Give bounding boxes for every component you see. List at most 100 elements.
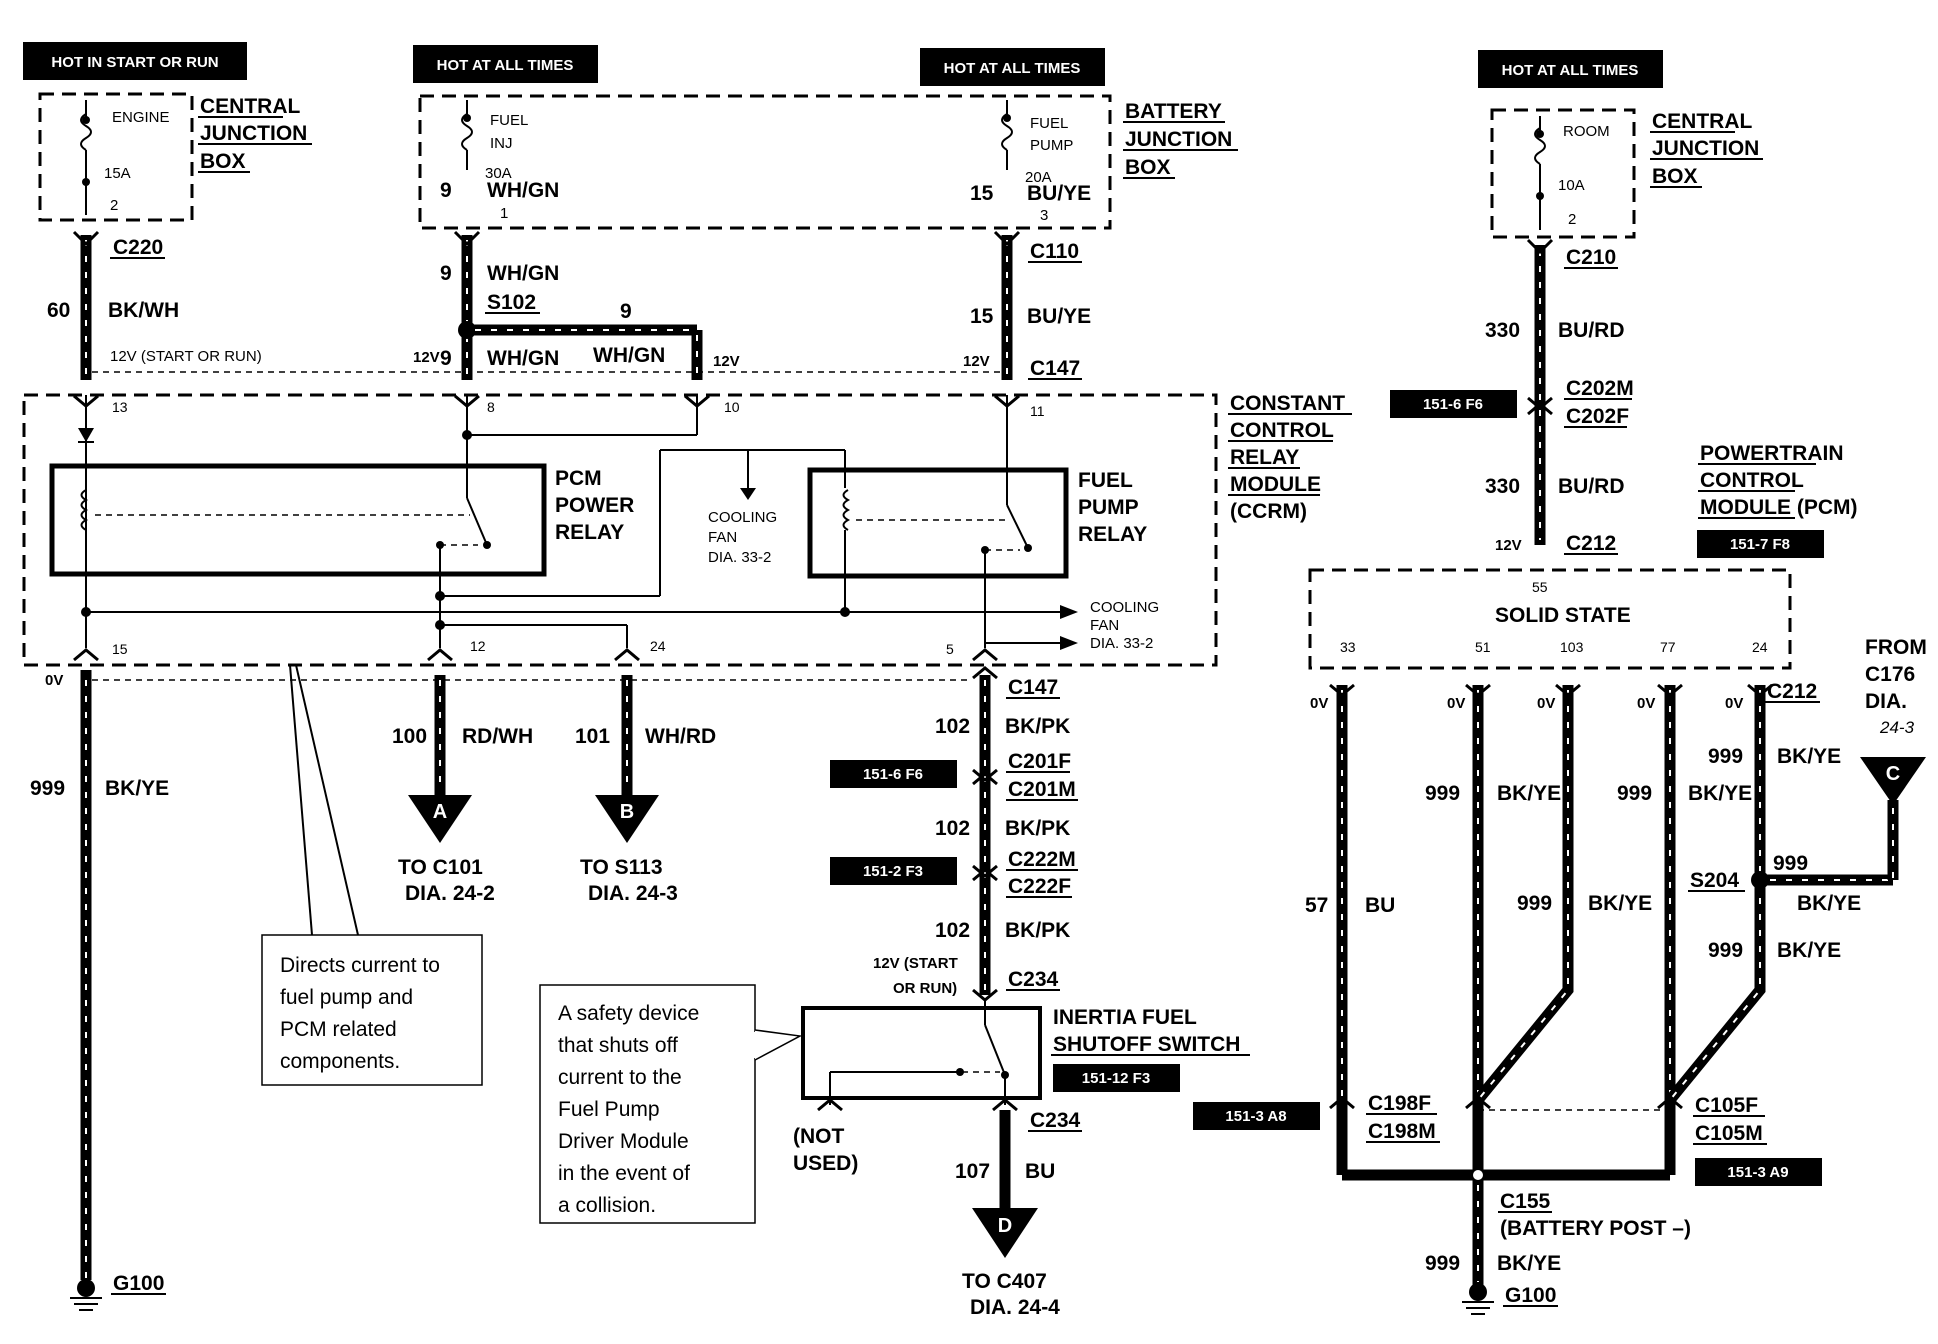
svg-text:151-3 A8: 151-3 A8 [1225,1108,1286,1125]
svg-text:C105M: C105M [1695,1122,1763,1145]
svg-text:20A: 20A [1025,169,1052,186]
pcm-ground-wires: C212 0V 0V 0V 0V 0V 57 BU 999 BK/YE 999 … [1305,636,1927,1315]
svg-text:30A: 30A [485,165,512,182]
svg-text:Directs current to: Directs current to [280,954,440,977]
svg-text:POWERTRAIN: POWERTRAIN [1700,442,1844,465]
svg-text:12V: 12V [963,353,990,370]
svg-text:PCM related: PCM related [280,1018,397,1041]
svg-text:9: 9 [440,179,452,202]
svg-text:0V: 0V [1725,695,1743,712]
svg-text:C155: C155 [1500,1190,1551,1213]
svg-text:ROOM: ROOM [1563,123,1610,140]
svg-text:PUMP: PUMP [1030,137,1073,154]
svg-text:9: 9 [440,262,452,285]
hot-all-times-label-2: HOT AT ALL TIMES [920,48,1105,86]
svg-text:RELAY: RELAY [555,521,624,544]
svg-text:10A: 10A [1558,177,1585,194]
svg-text:Driver Module: Driver Module [558,1130,689,1153]
svg-text:151-3 A9: 151-3 A9 [1727,1164,1788,1181]
svg-text:BU/RD: BU/RD [1558,319,1625,342]
svg-text:51: 51 [1475,639,1491,655]
svg-text:TO S113: TO S113 [580,856,663,879]
svg-text:BK/YE: BK/YE [1497,782,1561,805]
svg-text:C222F: C222F [1008,875,1071,898]
svg-text:MODULE (PCM): MODULE (PCM) [1700,496,1857,519]
svg-text:WH/RD: WH/RD [645,725,716,748]
svg-text:fuel pump and: fuel pump and [280,986,413,1009]
svg-text:RD/WH: RD/WH [462,725,533,748]
svg-text:HOT AT ALL TIMES: HOT AT ALL TIMES [944,60,1081,77]
wire-9-wh-gn: 9 WH/GN 9 WH/GN S102 9 12V 9 WH/GN WH/GN… [413,179,740,380]
svg-text:999: 999 [30,777,65,800]
svg-text:BK/YE: BK/YE [1777,939,1841,962]
svg-text:100: 100 [392,725,427,748]
svg-text:3: 3 [1040,207,1048,224]
svg-text:DIA. 24-4: DIA. 24-4 [970,1296,1060,1319]
svg-text:57: 57 [1305,894,1328,917]
svg-text:MODULE: MODULE [1230,473,1321,496]
svg-text:C202M: C202M [1566,377,1634,400]
svg-text:151-7 F8: 151-7 F8 [1730,536,1790,553]
svg-text:JUNCTION: JUNCTION [1652,137,1759,160]
svg-text:C147: C147 [1008,676,1058,699]
wire-999-left: 999 BK/YE G100 [30,670,169,1311]
svg-text:HOT IN START OR RUN: HOT IN START OR RUN [51,54,218,71]
svg-text:BK/YE: BK/YE [105,777,169,800]
svg-text:BU/YE: BU/YE [1027,182,1091,205]
svg-text:INERTIA FUEL: INERTIA FUEL [1053,1006,1197,1029]
svg-text:C234: C234 [1030,1109,1081,1132]
central-junction-box-left: ENGINE 15A 2 CENTRAL JUNCTION BOX [38,92,312,222]
svg-text:BU/YE: BU/YE [1027,305,1091,328]
svg-text:BU/RD: BU/RD [1558,475,1625,498]
svg-text:12V: 12V [713,353,740,370]
svg-text:C222M: C222M [1008,848,1076,871]
svg-text:BOX: BOX [1125,156,1171,179]
svg-text:999: 999 [1425,1252,1460,1275]
svg-text:G100: G100 [113,1272,164,1295]
svg-text:RELAY: RELAY [1230,446,1299,469]
svg-text:D: D [998,1215,1012,1237]
svg-text:C212: C212 [1566,532,1616,555]
svg-text:C: C [1886,763,1900,785]
page-ref-151-3-a9: 151-3 A9 [1695,1158,1822,1186]
svg-text:C202F: C202F [1566,405,1629,428]
svg-text:12V (START OR RUN): 12V (START OR RUN) [110,348,262,365]
svg-text:DIA.: DIA. [1865,690,1907,713]
svg-text:BK/WH: BK/WH [108,299,179,322]
svg-text:999: 999 [1517,892,1552,915]
svg-text:330: 330 [1485,475,1520,498]
page-ref-151-6-f6-left: 151-6 F6 [830,760,957,788]
svg-text:15: 15 [970,305,994,328]
svg-text:BK/YE: BK/YE [1797,892,1861,915]
svg-text:999: 999 [1425,782,1460,805]
svg-text:(CCRM): (CCRM) [1230,500,1307,523]
svg-text:C147: C147 [1030,357,1080,380]
svg-text:BU: BU [1365,894,1395,917]
svg-text:999: 999 [1708,939,1743,962]
svg-text:330: 330 [1485,319,1520,342]
svg-text:102: 102 [935,919,970,942]
svg-text:9: 9 [620,300,632,323]
svg-text:C212: C212 [1767,680,1817,703]
svg-text:COOLING: COOLING [1090,599,1159,616]
svg-text:WH/GN: WH/GN [487,347,559,370]
page-ref-151-3-a8: 151-3 A8 [1193,1102,1320,1130]
svg-text:15: 15 [970,182,994,205]
svg-text:G100: G100 [1505,1284,1556,1307]
svg-text:12V (START: 12V (START [873,955,958,972]
svg-text:WH/GN: WH/GN [487,179,559,202]
svg-text:FAN: FAN [1090,617,1119,634]
svg-text:CENTRAL: CENTRAL [200,95,300,118]
svg-text:DIA. 24-3: DIA. 24-3 [588,882,678,905]
svg-text:151-6 F6: 151-6 F6 [1423,396,1483,413]
svg-text:999: 999 [1708,745,1743,768]
svg-text:USED): USED) [793,1152,858,1175]
svg-text:BK/PK: BK/PK [1005,817,1070,840]
svg-text:12: 12 [470,638,486,654]
svg-text:15: 15 [112,641,128,657]
svg-text:C110: C110 [1030,240,1079,263]
svg-text:33: 33 [1340,639,1356,655]
wire-100-rd-wh: 100 RD/WH A TO C101 DIA. 24-2 [392,675,533,905]
svg-text:PUMP: PUMP [1078,496,1139,519]
svg-text:S204: S204 [1690,869,1739,892]
